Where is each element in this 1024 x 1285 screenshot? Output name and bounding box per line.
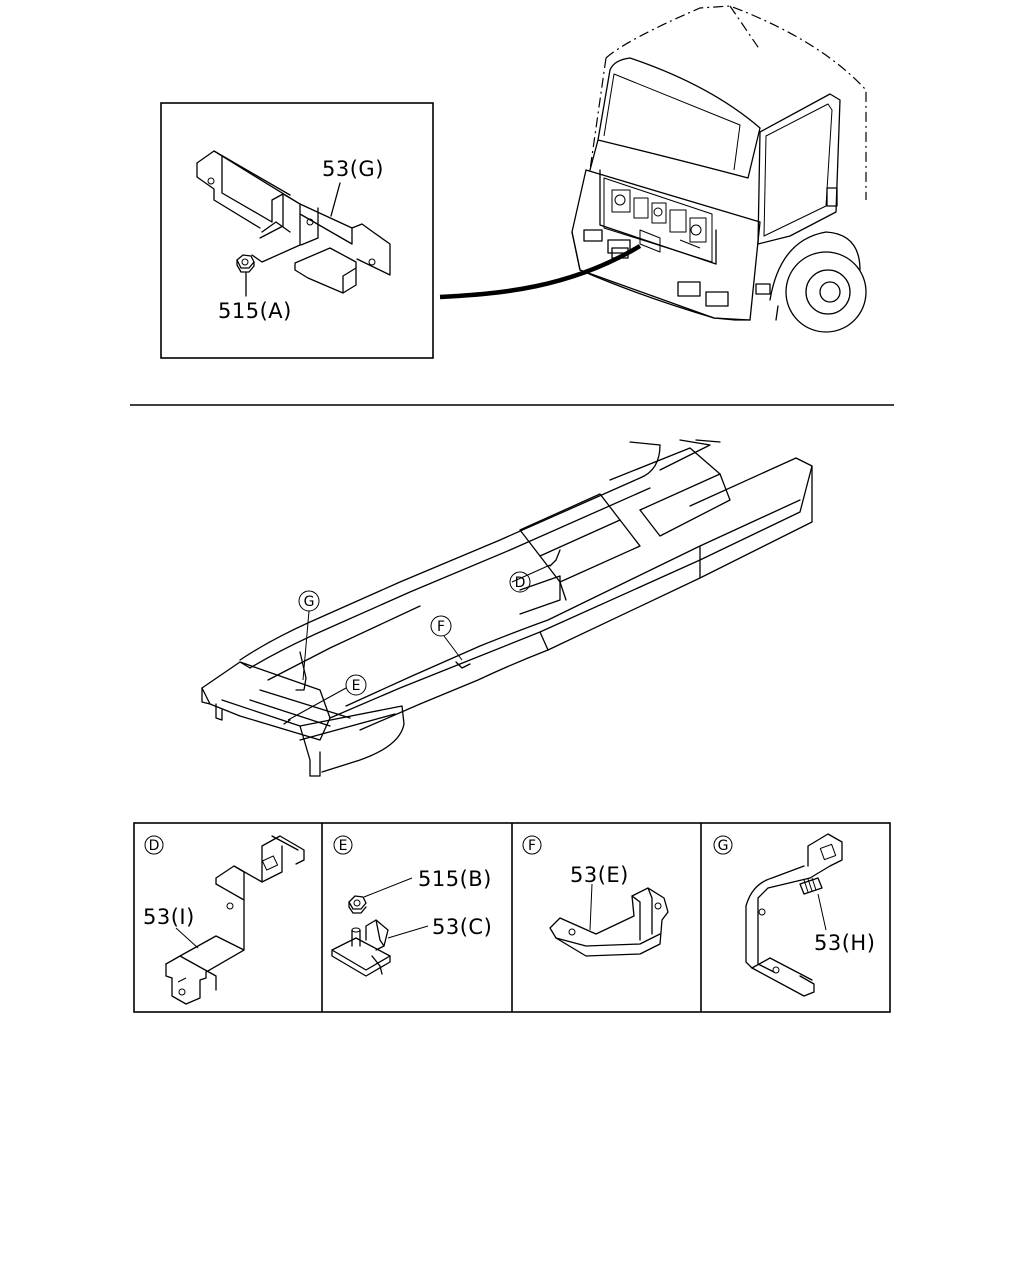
top-inset: 53(G) 515(A): [160, 102, 434, 359]
label-53i: 53(I): [143, 905, 195, 929]
callout-g: G: [298, 590, 320, 612]
label-53h: 53(H): [814, 931, 875, 955]
label-53g: 53(G): [322, 157, 384, 181]
inset-leader-line: [439, 244, 642, 300]
detail-panel-f: F 53(E): [522, 835, 669, 957]
detail-panel-d: D 53(I): [143, 835, 305, 1005]
callout-f: F: [430, 615, 452, 637]
bracket-53g-drawing: [196, 150, 391, 294]
callout-e-letter: E: [352, 678, 361, 694]
label-53c: 53(C): [432, 915, 492, 939]
callout-g-letter: G: [304, 594, 315, 610]
callout-d: D: [509, 571, 531, 593]
detail-panel-g: G 53(H): [713, 833, 875, 997]
inset-frame: [160, 102, 434, 359]
label-515b: 515(B): [418, 867, 492, 891]
panel-d-letter: D: [149, 838, 160, 854]
callout-f-letter: F: [437, 619, 445, 635]
callout-e: E: [345, 674, 367, 696]
detail-panels: D 53(I) E: [133, 822, 891, 1013]
truck-cab-drawing: [571, 5, 867, 333]
panel-e-letter: E: [339, 838, 348, 854]
chassis-frame-drawing: [201, 439, 813, 777]
detail-panel-e: E 515(B) 53(C): [331, 835, 492, 977]
panel-f-letter: F: [528, 838, 536, 854]
callout-d-letter: D: [515, 575, 526, 591]
label-53e: 53(E): [570, 863, 629, 887]
panel-g-letter: G: [718, 838, 729, 854]
nut-515a-drawing: [236, 254, 255, 297]
label-515a: 515(A): [218, 299, 292, 323]
